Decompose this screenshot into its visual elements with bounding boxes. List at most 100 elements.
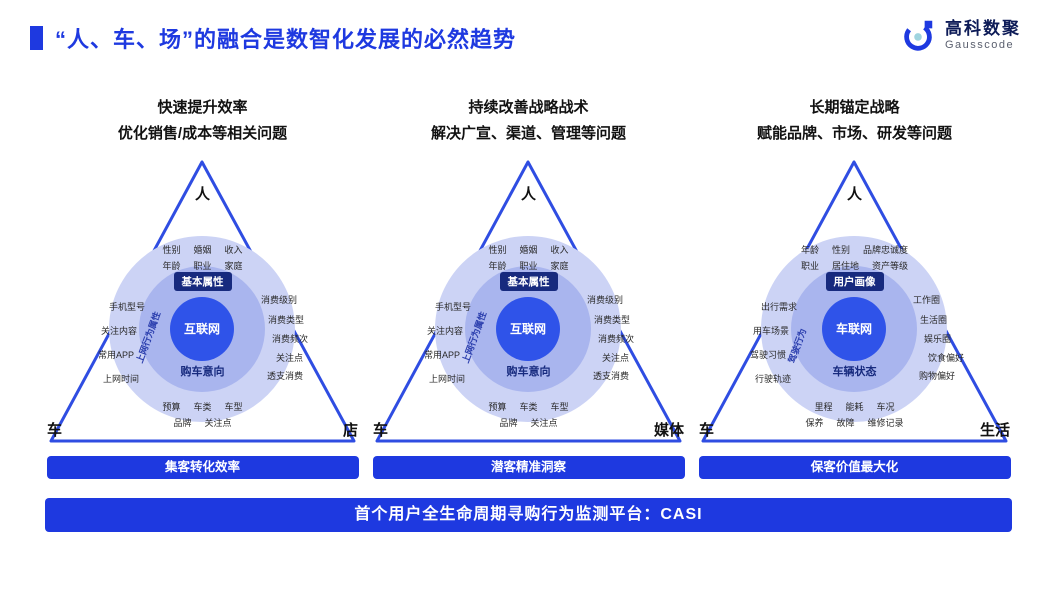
attribute-label: 职业 bbox=[193, 261, 212, 271]
center-bottom-label: 购车意向 bbox=[506, 366, 551, 378]
attribute-label: 预算 bbox=[488, 402, 507, 412]
attribute-label-right: 关注点 bbox=[602, 353, 630, 363]
attribute-label: 里程 bbox=[814, 402, 833, 412]
panel-header-line2: 赋能品牌、市场、研发等问题 bbox=[756, 124, 952, 142]
panel-header-line1: 长期锚定战略 bbox=[809, 99, 900, 116]
title-bullet-icon bbox=[30, 26, 43, 50]
attribute-label-left: 关注内容 bbox=[427, 326, 464, 336]
bottom-labels-row1: 里程能耗车况 bbox=[697, 400, 1012, 413]
panel-3: 长期锚定战略赋能品牌、市场、研发等问题人车生活车联网用户画像车辆状态驾驶行为年龄… bbox=[697, 95, 1012, 479]
logo-text: 高科数聚 Gausscode bbox=[945, 19, 1021, 51]
attribute-label: 品牌 bbox=[499, 418, 518, 428]
attribute-label: 车况 bbox=[876, 402, 895, 412]
attribute-label: 年龄 bbox=[800, 245, 819, 255]
attribute-label: 职业 bbox=[519, 261, 538, 271]
gausscode-logo-icon bbox=[904, 20, 933, 51]
attribute-label: 品牌忠诚度 bbox=[863, 245, 909, 255]
attribute-label: 保养 bbox=[805, 418, 824, 428]
attribute-label: 收入 bbox=[550, 245, 569, 255]
attribute-label: 婚姻 bbox=[519, 245, 538, 255]
triangle-diagram: 人车媒体互联网基本属性购车意向上网行为属性性别婚姻收入年龄职业家庭预算车类车型品… bbox=[371, 157, 686, 449]
attribute-label-right: 娱乐圈 bbox=[924, 334, 952, 344]
top-labels-row1: 年龄性别品牌忠诚度 bbox=[697, 243, 1012, 256]
panel-1: 快速提升效率优化销售/成本等相关问题人车店互联网基本属性购车意向上网行为属性性别… bbox=[45, 95, 360, 479]
attribute-label-right: 消费频次 bbox=[272, 334, 309, 344]
center-bottom-label: 车辆状态 bbox=[832, 366, 877, 378]
attribute-label: 关注点 bbox=[530, 418, 558, 428]
ring-core: 互联网 bbox=[170, 297, 234, 361]
attribute-label-right: 饮食偏好 bbox=[928, 353, 965, 363]
top-labels-row1: 性别婚姻收入 bbox=[45, 243, 360, 256]
panel-result-bar: 集客转化效率 bbox=[46, 456, 359, 479]
title-row: “人、车、场”的融合是数智化发展的必然趋势 bbox=[30, 22, 516, 54]
attribute-label-left: 上网时间 bbox=[103, 374, 140, 384]
page-title: “人、车、场”的融合是数智化发展的必然趋势 bbox=[55, 27, 517, 52]
attribute-label: 车型 bbox=[224, 402, 243, 412]
panel-result-bar: 潜客精准洞察 bbox=[372, 456, 685, 479]
logo: 高科数聚 Gausscode bbox=[899, 16, 1021, 54]
attribute-label-right: 透支消费 bbox=[267, 371, 304, 381]
vertex-top-label: 人 bbox=[520, 186, 537, 203]
top-labels-row1: 性别 婚姻 收入 bbox=[371, 243, 686, 256]
attribute-label-left: 行驶轨迹 bbox=[755, 374, 792, 384]
panel-header-line1: 快速提升效率 bbox=[157, 99, 248, 116]
attribute-label: 维修记录 bbox=[867, 418, 904, 428]
top-labels-row2: 年龄 职业 家庭 bbox=[371, 259, 686, 272]
panel-header: 持续改善战略战术解决广宣、渠道、管理等问题 bbox=[431, 95, 626, 151]
vertex-top-label: 人 bbox=[194, 186, 211, 203]
vertex-left-label: 车 bbox=[47, 422, 63, 439]
attribute-label: 关注点 bbox=[204, 418, 232, 428]
attribute-label-left: 用车场景 bbox=[753, 326, 790, 336]
ring-core: 互联网 bbox=[496, 297, 560, 361]
triangle-diagram: 人车店互联网基本属性购车意向上网行为属性性别婚姻收入年龄职业家庭预算车类车型品牌… bbox=[45, 157, 360, 449]
bottom-labels-row2: 品牌 关注点 bbox=[371, 416, 686, 429]
logo-name: 高科数聚 bbox=[945, 18, 1021, 38]
attribute-label: 车类 bbox=[519, 402, 538, 412]
attribute-label-right: 消费级别 bbox=[587, 295, 624, 305]
attribute-label-left: 常用APP bbox=[98, 350, 135, 360]
panel-result-bar: 保客价值最大化 bbox=[698, 456, 1011, 479]
attribute-label: 故障 bbox=[836, 418, 855, 428]
attribute-label-right: 关注点 bbox=[276, 353, 304, 363]
attribute-label: 家庭 bbox=[224, 261, 243, 271]
attribute-label: 年龄 bbox=[162, 261, 181, 271]
panel-header-line2: 优化销售/成本等相关问题 bbox=[117, 124, 288, 142]
attribute-label-right: 消费频次 bbox=[598, 334, 635, 344]
attribute-label: 性别 bbox=[488, 245, 507, 255]
attribute-label: 居住地 bbox=[831, 261, 859, 271]
center-top-pill: 用户画像 bbox=[825, 272, 884, 291]
vertex-right-label: 媒体 bbox=[653, 422, 684, 439]
vertex-right-label: 店 bbox=[342, 422, 358, 439]
attribute-label: 车类 bbox=[193, 402, 212, 412]
top-labels-row2: 年龄 职业 家庭 bbox=[45, 259, 360, 272]
attribute-label: 收入 bbox=[224, 245, 243, 255]
vertex-left-label: 车 bbox=[699, 422, 715, 439]
attribute-label-right: 消费类型 bbox=[268, 315, 305, 325]
bottom-labels-row1: 预算 车类 车型 bbox=[371, 400, 686, 413]
attribute-label-left: 常用APP bbox=[424, 350, 461, 360]
attribute-label: 职业 bbox=[800, 261, 819, 271]
attribute-label-left: 手机型号 bbox=[435, 302, 472, 312]
attribute-label: 预算 bbox=[162, 402, 181, 412]
attribute-label-right: 工作圈 bbox=[913, 295, 941, 305]
ring-core: 车联网 bbox=[822, 297, 886, 361]
center-top-pill: 基本属性 bbox=[173, 272, 232, 291]
panel-header-line2: 解决广宣、渠道、管理等问题 bbox=[430, 124, 626, 142]
attribute-label: 品牌 bbox=[173, 418, 192, 428]
attribute-label-left: 出行需求 bbox=[761, 302, 798, 312]
footer-platform-bar: 首个用户全生命周期寻购行为监测平台：CASI bbox=[45, 498, 1012, 532]
attribute-label-left: 手机型号 bbox=[109, 302, 146, 312]
attribute-label: 家庭 bbox=[550, 261, 569, 271]
panel-header: 快速提升效率优化销售/成本等相关问题 bbox=[118, 95, 287, 151]
attribute-label-right: 消费级别 bbox=[261, 295, 298, 305]
panel-header: 长期锚定战略赋能品牌、市场、研发等问题 bbox=[757, 95, 952, 151]
attribute-label: 车型 bbox=[550, 402, 569, 412]
attribute-label: 年龄 bbox=[488, 261, 507, 271]
attribute-label-right: 生活圈 bbox=[920, 315, 948, 325]
panel-header-line1: 持续改善战略战术 bbox=[468, 99, 589, 116]
attribute-label-right: 购物偏好 bbox=[919, 371, 956, 381]
center-top-pill: 基本属性 bbox=[499, 272, 558, 291]
center-bottom-label: 购车意向 bbox=[180, 366, 225, 378]
attribute-label: 性别 bbox=[162, 245, 181, 255]
